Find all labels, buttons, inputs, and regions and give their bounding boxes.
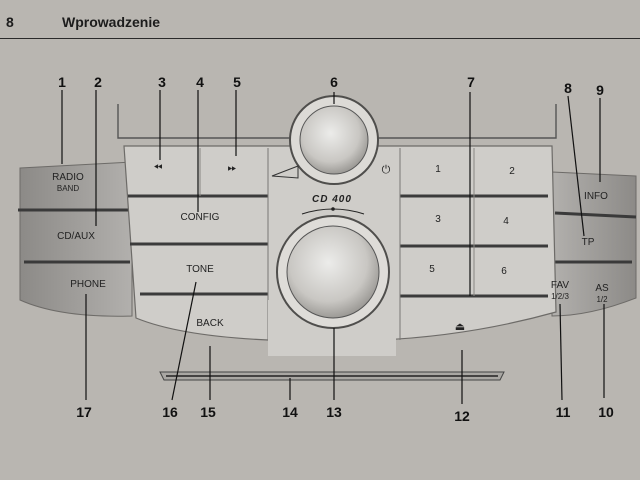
callout-2: 2 [94, 74, 102, 90]
phone-button: PHONE [70, 279, 106, 290]
preset-1: 1 [435, 164, 441, 175]
seek-forward-icon: ⏩︎ [227, 162, 237, 174]
back-button: BACK [196, 318, 224, 329]
callout-3: 3 [158, 74, 166, 90]
fav-button: FAV 1/2/3 [551, 280, 569, 302]
band-label: BAND [56, 184, 80, 193]
page-number: 8 [6, 14, 14, 30]
as-button: AS 1/2 [595, 283, 608, 305]
callout-4: 4 [196, 74, 204, 90]
eject-icon: ⏏ [454, 321, 466, 333]
preset-4: 4 [503, 216, 509, 227]
config-button: CONFIG [180, 212, 220, 223]
preset-5: 5 [429, 264, 435, 275]
callout-8: 8 [564, 80, 572, 96]
power-icon: ⏻ [381, 164, 391, 176]
callout-10: 10 [598, 404, 614, 420]
callout-9: 9 [596, 82, 604, 98]
tp-button: TP [581, 237, 595, 248]
callout-7: 7 [467, 74, 475, 90]
tone-button: TONE [186, 264, 214, 275]
radio-label: RADIO [52, 172, 84, 183]
preset-6: 6 [501, 266, 507, 277]
callout-16: 16 [162, 404, 178, 420]
as-label: AS [595, 283, 609, 294]
page-title: Wprowadzenie [62, 14, 161, 30]
preset-3: 3 [435, 214, 441, 225]
callout-12: 12 [454, 408, 470, 424]
preset-2: 2 [509, 166, 515, 177]
header-rule [0, 38, 640, 39]
fav-label: FAV [550, 280, 570, 291]
callout-15: 15 [200, 404, 216, 420]
callout-6: 6 [330, 74, 338, 90]
seek-back-icon: ⏪︎ [153, 162, 163, 174]
radio-band-button: RADIO BAND [52, 172, 84, 194]
callout-14: 14 [282, 404, 298, 420]
callout-5: 5 [233, 74, 241, 90]
callout-13: 13 [326, 404, 342, 420]
info-button: INFO [584, 191, 608, 202]
as-sub-label: 1/2 [596, 295, 608, 304]
cd-aux-button: CD/AUX [57, 231, 95, 242]
callout-1: 1 [58, 74, 66, 90]
callout-17: 17 [76, 404, 92, 420]
fav-sub-label: 1/2/3 [551, 292, 569, 301]
callout-11: 11 [555, 404, 571, 420]
cd400-brand-label: CD 400 [312, 194, 352, 205]
